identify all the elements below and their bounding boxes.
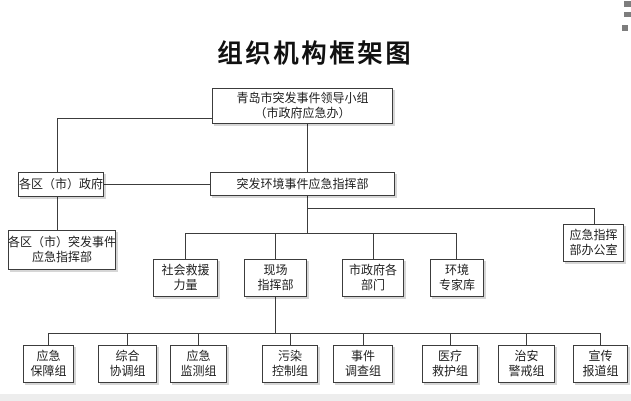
connector-district-gov-to-hq xyxy=(103,184,210,185)
node-group-coordination: 综合 协调组 xyxy=(98,345,157,383)
node-experts: 环境 专家库 xyxy=(430,259,484,297)
node-group-investigation: 事件 调查组 xyxy=(333,345,393,383)
connector-drop-experts xyxy=(456,233,457,259)
node-district-gov: 各区（市）政府 xyxy=(18,172,104,197)
node-group-emergency-support: 应急 保障组 xyxy=(23,345,74,383)
connector-hq-to-office-v xyxy=(594,208,595,224)
node-group-publicity: 宣传 报道组 xyxy=(573,345,628,383)
connector-drop-group-6 xyxy=(450,333,451,345)
connector-mid-distribution xyxy=(185,233,456,234)
connector-hq-to-office-h xyxy=(307,208,594,209)
screen-artifact xyxy=(622,25,628,31)
connector-hq-down xyxy=(307,195,308,233)
connector-drop-field-hq xyxy=(275,233,276,259)
node-district-emergency-hq: 各区（市）突发事件 应急指挥部 xyxy=(8,230,116,270)
connector-drop-group-4 xyxy=(290,333,291,345)
connector-drop-social-rescue xyxy=(185,233,186,259)
screen-artifact xyxy=(624,12,631,17)
node-field-hq: 现场 指挥部 xyxy=(244,259,307,297)
screen-artifact xyxy=(624,1,631,7)
connector-drop-group-7 xyxy=(526,333,527,345)
connector-drop-group-2 xyxy=(127,333,128,345)
node-group-monitoring: 应急 监测组 xyxy=(170,345,227,383)
connector-bottom-distribution xyxy=(48,333,601,334)
node-hq-office: 应急指挥 部办公室 xyxy=(563,224,624,262)
connector-drop-group-1 xyxy=(48,333,49,345)
connector-top-to-district-gov-h xyxy=(57,118,212,119)
connector-top-to-hq xyxy=(307,123,308,172)
connector-field-hq-down xyxy=(275,297,276,333)
node-group-security: 治安 警戒组 xyxy=(498,345,555,383)
node-emergency-hq: 突发环境事件应急指挥部 xyxy=(210,172,395,196)
node-gov-depts: 市政府各 部门 xyxy=(342,259,404,297)
connector-drop-group-5 xyxy=(363,333,364,345)
connector-district-gov-to-district-hq xyxy=(57,196,58,230)
page-title: 组织机构框架图 xyxy=(217,41,414,68)
node-group-medical: 医疗 救护组 xyxy=(422,345,478,383)
node-leading-group: 青岛市突发事件领导小组 （市政府应急办） xyxy=(212,88,393,124)
connector-drop-group-3 xyxy=(198,333,199,345)
node-social-rescue: 社会救援 力量 xyxy=(153,259,218,297)
connector-drop-gov-depts xyxy=(373,233,374,259)
bottom-strip xyxy=(0,394,631,401)
connector-top-to-district-gov-v xyxy=(57,118,58,172)
node-group-pollution-control: 污染 控制组 xyxy=(262,345,318,383)
connector-drop-group-8 xyxy=(600,333,601,345)
